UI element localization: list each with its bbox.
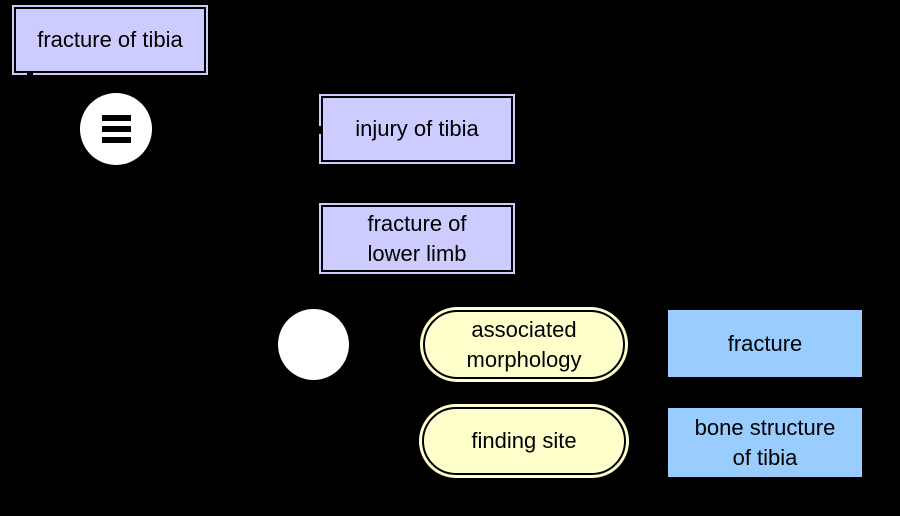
- equivalence-icon: [101, 115, 131, 121]
- focus-concept-box[interactable]: fracture of tibia: [14, 7, 206, 73]
- role-group-node[interactable]: [278, 309, 349, 380]
- equivalence-icon: [101, 137, 131, 143]
- parent-concept-label: injury of tibia: [355, 116, 479, 141]
- attribute-pill[interactable]: finding site: [422, 407, 626, 475]
- parent-concept-box[interactable]: injury of tibia: [321, 96, 513, 162]
- equivalence-icon: [101, 126, 131, 132]
- connector-stub: [318, 126, 322, 134]
- attribute-label: finding site: [471, 428, 577, 453]
- target-concept-box[interactable]: fracture: [668, 310, 862, 377]
- focus-concept-label: fracture of tibia: [37, 27, 183, 52]
- target-concept-label: fracture: [727, 330, 803, 356]
- target-concept-label: bone structure of tibia: [694, 414, 836, 470]
- equivalence-node[interactable]: [80, 93, 152, 165]
- parent-concept-label: fracture of lower limb: [367, 210, 467, 266]
- connector-stub: [27, 71, 33, 79]
- parent-concept-box[interactable]: fracture of lower limb: [321, 205, 513, 272]
- target-concept-box[interactable]: bone structure of tibia: [668, 408, 862, 477]
- attribute-pill[interactable]: associated morphology: [423, 310, 625, 379]
- attribute-label: associated morphology: [466, 316, 582, 372]
